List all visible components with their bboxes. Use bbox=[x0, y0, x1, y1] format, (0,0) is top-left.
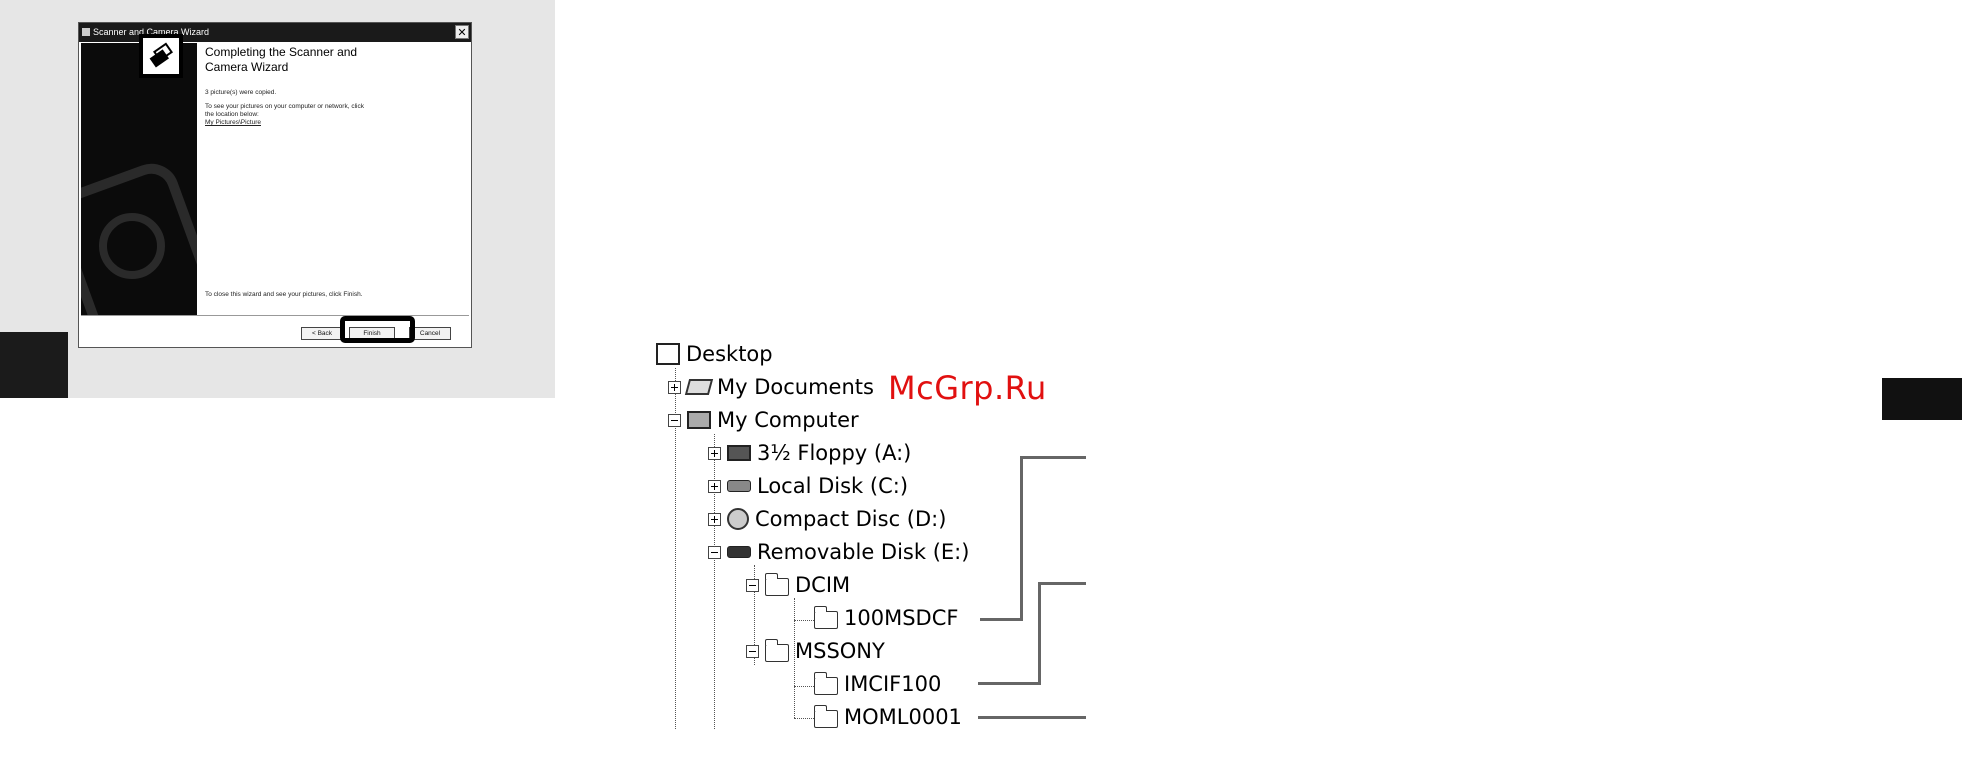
tree-item-imcif100[interactable]: IMCIF100 bbox=[813, 670, 942, 698]
expand-icon[interactable] bbox=[708, 479, 721, 493]
expand-icon[interactable] bbox=[708, 446, 721, 460]
collapse-icon[interactable] bbox=[708, 545, 721, 559]
tree-item-label: 3½ Floppy (A:) bbox=[757, 441, 912, 465]
wizard-title: Scanner and Camera Wizard bbox=[93, 27, 210, 37]
tree-item-label: MSSONY bbox=[795, 639, 885, 663]
folder-icon bbox=[813, 672, 838, 695]
tree-item-mssony[interactable]: MSSONY bbox=[746, 637, 885, 665]
tree-item-label: IMCIF100 bbox=[844, 672, 942, 696]
floppy-drive-icon bbox=[727, 445, 751, 461]
tree-guide bbox=[794, 686, 814, 687]
footer-divider bbox=[81, 315, 469, 316]
wizard-title-bar: Scanner and Camera Wizard ✕ bbox=[79, 23, 471, 42]
close-instruction-text: To close this wizard and see your pictur… bbox=[205, 291, 363, 298]
tree-item-label: Local Disk (C:) bbox=[757, 474, 909, 498]
collapse-icon[interactable] bbox=[668, 413, 681, 427]
tree-item-label: MOML0001 bbox=[844, 705, 962, 729]
callout-line bbox=[1020, 456, 1023, 621]
tree-item-my-computer[interactable]: My Computer bbox=[668, 406, 859, 434]
tree-item-label: Removable Disk (E:) bbox=[757, 540, 970, 564]
see-pictures-text: To see your pictures on your computer or… bbox=[205, 103, 364, 118]
watermark-text: McGrp.Ru bbox=[888, 369, 1047, 407]
tree-item-moml0001[interactable]: MOML0001 bbox=[813, 703, 962, 731]
callout-line bbox=[980, 618, 1022, 621]
my-documents-icon bbox=[684, 379, 714, 395]
hard-drive-icon bbox=[727, 480, 751, 492]
collapse-icon[interactable] bbox=[746, 578, 759, 592]
folder-icon bbox=[813, 705, 838, 728]
tree-item-desktop[interactable]: Desktop bbox=[656, 340, 773, 368]
tree-guide bbox=[794, 620, 814, 621]
tree-item-local-disk[interactable]: Local Disk (C:) bbox=[708, 472, 908, 500]
callout-line bbox=[1020, 456, 1086, 459]
app-icon bbox=[82, 28, 90, 36]
tree-item-label: Desktop bbox=[686, 342, 773, 366]
expand-icon[interactable] bbox=[668, 380, 681, 394]
pictures-location-link[interactable]: My Pictures\Picture bbox=[205, 119, 261, 126]
tree-guide bbox=[675, 368, 676, 729]
callout-line bbox=[1038, 582, 1041, 685]
folder-icon bbox=[764, 639, 789, 662]
tree-guide bbox=[794, 598, 795, 718]
tree-item-label: 100MSDCF bbox=[844, 606, 959, 630]
tree-item-label: DCIM bbox=[795, 573, 851, 597]
tree-item-removable-disk[interactable]: Removable Disk (E:) bbox=[708, 538, 969, 566]
back-button[interactable]: < Back bbox=[301, 327, 343, 340]
removable-drive-icon bbox=[727, 546, 751, 558]
expand-icon[interactable] bbox=[708, 512, 721, 526]
tree-item-floppy[interactable]: 3½ Floppy (A:) bbox=[708, 439, 911, 467]
tree-guide bbox=[794, 718, 814, 719]
tree-item-100msdcf[interactable]: 100MSDCF bbox=[813, 604, 959, 632]
tree-guide bbox=[714, 434, 715, 729]
page-tab-marker-left bbox=[0, 332, 68, 398]
folder-icon bbox=[813, 606, 838, 629]
tree-item-my-documents[interactable]: My Documents bbox=[668, 373, 874, 401]
page-tab-marker-right bbox=[1882, 378, 1962, 420]
tree-guide bbox=[754, 565, 755, 665]
tree-item-label: Compact Disc (D:) bbox=[755, 507, 947, 531]
callout-line bbox=[978, 716, 1086, 719]
wizard-heading: Completing the Scanner and Camera Wizard bbox=[205, 45, 358, 74]
computer-icon bbox=[687, 411, 711, 429]
cd-drive-icon bbox=[727, 508, 749, 530]
desktop-icon bbox=[656, 343, 680, 365]
wizard-side-banner bbox=[81, 43, 197, 315]
scanner-camera-wizard-window: Scanner and Camera Wizard ✕ Completing t… bbox=[78, 22, 472, 348]
cancel-button[interactable]: Cancel bbox=[409, 327, 451, 340]
tree-item-compact-disc[interactable]: Compact Disc (D:) bbox=[708, 505, 946, 533]
tree-item-label: My Computer bbox=[717, 408, 859, 432]
callout-line bbox=[978, 682, 1040, 685]
tree-item-dcim[interactable]: DCIM bbox=[746, 571, 850, 599]
collapse-icon[interactable] bbox=[746, 644, 759, 658]
finish-highlight-frame bbox=[340, 316, 415, 343]
close-icon[interactable]: ✕ bbox=[455, 25, 469, 39]
folder-icon bbox=[764, 573, 789, 596]
camera-wizard-icon bbox=[141, 36, 181, 76]
callout-line bbox=[1038, 582, 1086, 585]
tree-item-label: My Documents bbox=[717, 375, 874, 399]
copied-status-text: 3 picture(s) were copied. bbox=[205, 89, 277, 96]
